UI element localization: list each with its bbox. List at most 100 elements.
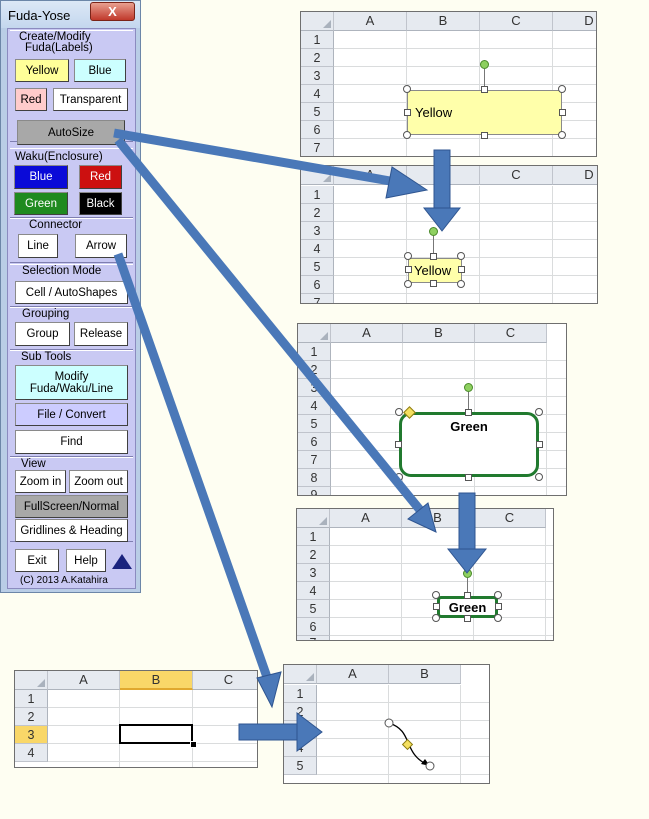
column-header[interactable]: A (317, 665, 389, 684)
row-header[interactable]: 8 (298, 469, 331, 487)
row-header[interactable]: 3 (301, 67, 334, 85)
column-header[interactable]: C (475, 324, 547, 343)
resize-handle[interactable] (494, 614, 502, 622)
row-header[interactable]: 2 (301, 49, 334, 67)
row-header[interactable]: 5 (284, 757, 317, 775)
row-header[interactable]: 2 (15, 708, 48, 726)
resize-handle[interactable] (481, 132, 488, 139)
row-header[interactable]: 3 (297, 564, 330, 582)
connector-line-button[interactable]: Line (18, 234, 58, 258)
resize-handle[interactable] (558, 85, 566, 93)
resize-handle[interactable] (457, 252, 465, 260)
row-header[interactable]: 7 (298, 451, 331, 469)
select-all-corner[interactable] (301, 12, 334, 31)
resize-handle[interactable] (395, 441, 402, 448)
column-header[interactable]: A (331, 324, 403, 343)
fullscreen-normal-button[interactable]: FullScreen/Normal (15, 495, 128, 518)
waku-blue-button[interactable]: Blue (14, 165, 68, 189)
resize-handle[interactable] (457, 280, 465, 288)
find-button[interactable]: Find (15, 430, 128, 454)
gridlines-heading-button[interactable]: Gridlines & Heading (15, 519, 128, 542)
column-header-active[interactable]: B (120, 671, 193, 690)
row-header[interactable]: 6 (297, 618, 330, 636)
resize-handle[interactable] (494, 591, 502, 599)
resize-handle[interactable] (558, 131, 566, 139)
row-header[interactable]: 7 (301, 139, 334, 156)
zoom-out-button[interactable]: Zoom out (69, 470, 128, 493)
row-header[interactable]: 2 (297, 546, 330, 564)
column-header[interactable]: C (474, 509, 546, 528)
column-header[interactable]: B (403, 324, 475, 343)
row-header[interactable]: 4 (15, 744, 48, 762)
row-header[interactable]: 1 (284, 685, 317, 703)
row-header[interactable]: 6 (301, 121, 334, 139)
resize-handle[interactable] (403, 85, 411, 93)
connector-arrow-button[interactable]: Arrow (75, 234, 127, 258)
fill-handle[interactable] (190, 741, 197, 748)
row-header[interactable]: 5 (298, 415, 331, 433)
resize-handle[interactable] (458, 266, 465, 273)
select-all-corner[interactable] (298, 324, 331, 343)
connector-adjust-handle[interactable] (401, 738, 414, 751)
connector-start-handle[interactable] (384, 718, 394, 728)
resize-handle[interactable] (404, 252, 412, 260)
resize-handle[interactable] (535, 473, 543, 481)
select-all-corner[interactable] (284, 665, 317, 684)
connector-arrow-shape[interactable] (284, 665, 490, 784)
column-header[interactable]: C (480, 12, 553, 31)
row-header[interactable]: 4 (297, 582, 330, 600)
fuda-blue-button[interactable]: Blue (74, 59, 126, 82)
exit-button[interactable]: Exit (15, 549, 59, 572)
file-convert-button[interactable]: File / Convert (15, 403, 128, 426)
row-header[interactable]: 4 (301, 85, 334, 103)
row-header[interactable]: 9 (298, 487, 331, 495)
resize-handle[interactable] (481, 86, 488, 93)
close-button[interactable]: X (90, 2, 135, 21)
fuda-yellow-shape-autosized[interactable]: Yellow (408, 258, 462, 283)
row-header[interactable]: 5 (301, 258, 334, 276)
collapse-triangle-icon[interactable] (112, 554, 132, 569)
help-button[interactable]: Help (66, 549, 106, 572)
waku-green-shape[interactable]: Green (399, 412, 539, 477)
resize-handle[interactable] (430, 253, 437, 260)
row-header[interactable]: 6 (298, 433, 331, 451)
waku-red-button[interactable]: Red (79, 165, 122, 189)
row-header[interactable]: 4 (301, 240, 334, 258)
column-header[interactable]: A (334, 12, 407, 31)
modify-fuda-waku-line-button[interactable]: Modify Fuda/Waku/Line (15, 365, 128, 400)
resize-handle[interactable] (495, 603, 502, 610)
fuda-yellow-button[interactable]: Yellow (15, 59, 69, 82)
column-header[interactable]: B (389, 665, 461, 684)
resize-handle[interactable] (559, 109, 566, 116)
row-header[interactable]: 5 (297, 600, 330, 618)
column-header[interactable]: C (480, 166, 553, 185)
waku-green-button[interactable]: Green (14, 192, 68, 215)
column-header[interactable]: B (407, 12, 480, 31)
row-header[interactable]: 6 (301, 276, 334, 294)
connector-end-handle[interactable] (425, 761, 435, 771)
column-header[interactable]: A (48, 671, 120, 690)
resize-handle[interactable] (404, 109, 411, 116)
rotate-handle[interactable] (480, 60, 489, 69)
release-button[interactable]: Release (74, 322, 128, 346)
resize-handle[interactable] (430, 280, 437, 287)
row-header[interactable]: 1 (301, 186, 334, 204)
row-header[interactable]: 1 (301, 31, 334, 49)
resize-handle[interactable] (432, 591, 440, 599)
resize-handle[interactable] (403, 131, 411, 139)
row-header-active[interactable]: 3 (15, 726, 48, 744)
resize-handle[interactable] (464, 615, 471, 622)
fuda-transparent-button[interactable]: Transparent (53, 88, 128, 111)
column-header[interactable]: C (193, 671, 257, 690)
rotate-handle[interactable] (464, 383, 473, 392)
resize-handle[interactable] (536, 441, 543, 448)
resize-handle[interactable] (465, 474, 472, 481)
resize-handle[interactable] (535, 408, 543, 416)
resize-handle[interactable] (433, 603, 440, 610)
row-header[interactable]: 2 (301, 204, 334, 222)
resize-handle[interactable] (465, 409, 472, 416)
row-header[interactable]: 7 (297, 636, 330, 640)
column-header[interactable]: A (330, 509, 402, 528)
fuda-red-button[interactable]: Red (15, 88, 47, 111)
resize-handle[interactable] (405, 266, 412, 273)
